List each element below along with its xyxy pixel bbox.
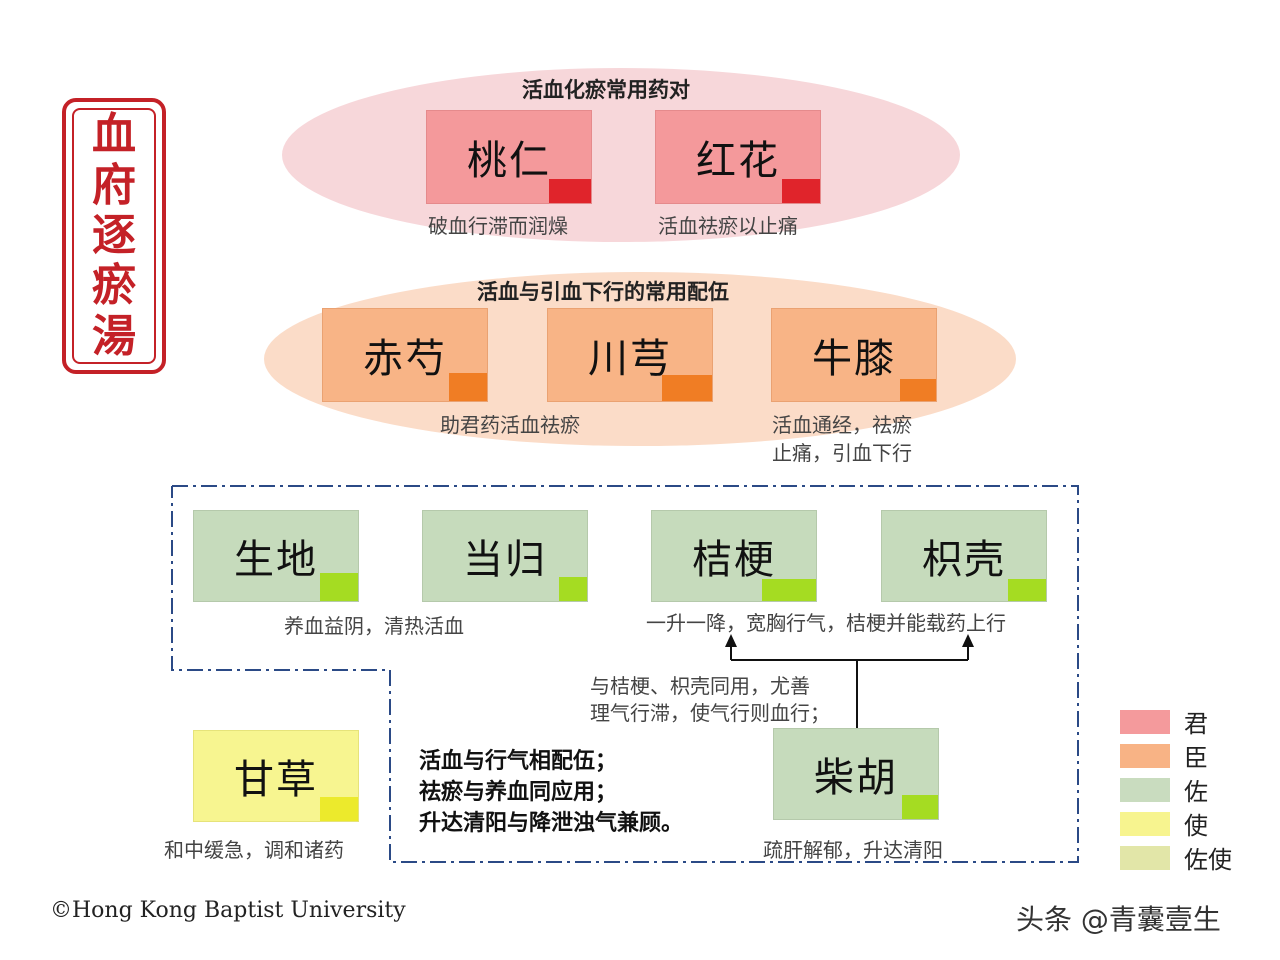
legend-label: 使 — [1184, 812, 1208, 840]
chaihu-note-line2: 理气行滞，使气行则血行； — [590, 701, 830, 725]
herb-name-shengdi: 生地 — [234, 537, 318, 583]
formula-summary: 活血与行气相配伍； 祛瘀与养血同应用； 升达清阳与降泄浊气兼顾。 — [419, 746, 683, 839]
herb-name-taoren: 桃仁 — [467, 138, 551, 184]
legend-item-shi: 使 — [1120, 806, 1208, 841]
herb-desc-honghua: 活血祛瘀以止痛 — [658, 214, 798, 238]
herb-box-taoren: 桃仁 — [426, 110, 592, 204]
jun-group-title: 活血化瘀常用药对 — [522, 78, 690, 102]
herb-desc-gancao: 和中缓急，调和诸药 — [164, 838, 344, 862]
legend-label: 佐使 — [1184, 846, 1232, 874]
jun-group-ellipse — [282, 68, 960, 242]
legend-swatch — [1120, 845, 1170, 870]
herb-name-zhiqiao: 枳壳 — [922, 537, 1006, 583]
chaihu-note-line1: 与桔梗、枳壳同用，尤善 — [590, 674, 810, 698]
herb-box-chishao: 赤芍 — [322, 308, 488, 402]
seal-inner-border: 血 府 逐 瘀 湯 — [72, 108, 156, 364]
legend-swatch — [1120, 777, 1170, 802]
summary-line: 升达清阳与降泄浊气兼顾。 — [419, 811, 684, 836]
copyright-text: ©Hong Kong Baptist University — [50, 898, 406, 923]
legend-label: 臣 — [1184, 744, 1208, 772]
herb-desc-niuxi-line1: 活血通经，祛瘀 — [772, 413, 912, 437]
legend-item-jun: 君 — [1120, 704, 1208, 739]
herb-box-niuxi: 牛膝 — [771, 308, 937, 402]
herb-name-chishao: 赤芍 — [363, 336, 447, 382]
herb-name-danggui: 当归 — [463, 537, 547, 583]
zuo-marker — [320, 573, 358, 601]
herb-desc-chaihu: 疏肝解郁，升达清阳 — [763, 838, 943, 862]
herb-name-niuxi: 牛膝 — [812, 336, 896, 382]
legend-item-zuo: 佐 — [1120, 772, 1208, 807]
herb-name-gancao: 甘草 — [234, 757, 318, 803]
legend-swatch — [1120, 709, 1170, 734]
herb-box-chaihu: 柴胡 — [773, 728, 939, 820]
shi-marker — [320, 797, 358, 821]
jun-marker — [549, 179, 591, 203]
herb-name-chuanxiong: 川芎 — [588, 336, 672, 382]
legend-label: 君 — [1184, 710, 1208, 738]
herb-box-danggui: 当归 — [422, 510, 588, 602]
herb-box-jiegeng: 桔梗 — [651, 510, 817, 602]
herb-desc-taoren: 破血行滞而润燥 — [428, 214, 568, 238]
chen-marker — [449, 373, 487, 401]
legend-item-zuoshi: 佐使 — [1120, 840, 1232, 875]
legend-swatch — [1120, 811, 1170, 836]
herb-desc-jiegeng-zhiqiao: 一升一降，宽胸行气，桔梗并能载药上行 — [646, 611, 1006, 635]
zuo-marker — [902, 795, 938, 819]
zuo-marker — [762, 579, 816, 601]
zuo-marker — [559, 577, 587, 601]
herb-box-honghua: 红花 — [655, 110, 821, 204]
seal-char: 逐 — [92, 209, 136, 261]
herb-box-zhiqiao: 枳壳 — [881, 510, 1047, 602]
summary-line: 活血与行气相配伍； — [419, 749, 618, 774]
seal-char: 瘀 — [92, 260, 136, 312]
jun-marker — [782, 179, 820, 203]
zuo-marker — [1008, 579, 1046, 601]
herb-name-honghua: 红花 — [696, 138, 780, 184]
herb-name-chaihu: 柴胡 — [814, 755, 898, 801]
legend-label: 佐 — [1184, 778, 1208, 806]
summary-line: 祛瘀与养血同应用； — [419, 780, 618, 805]
seal-char: 湯 — [92, 310, 136, 362]
legend-item-chen: 臣 — [1120, 738, 1208, 773]
herb-box-gancao: 甘草 — [193, 730, 359, 822]
legend-swatch — [1120, 743, 1170, 768]
chen-marker — [900, 379, 936, 401]
chen-marker — [662, 375, 712, 401]
chen-group-title: 活血与引血下行的常用配伍 — [477, 280, 729, 304]
herb-box-shengdi: 生地 — [193, 510, 359, 602]
seal-char: 府 — [92, 159, 136, 211]
seal-char: 血 — [92, 109, 136, 161]
seal-stamp: 血 府 逐 瘀 湯 — [62, 98, 166, 374]
herb-name-jiegeng: 桔梗 — [692, 537, 776, 583]
chen-shared-desc: 助君药活血祛瘀 — [440, 413, 580, 437]
herb-box-chuanxiong: 川芎 — [547, 308, 713, 402]
herb-desc-niuxi-line2: 止痛，引血下行 — [772, 441, 912, 465]
herb-desc-shengdi-danggui: 养血益阴，清热活血 — [284, 614, 464, 638]
watermark-text: 头条 @青囊壹生 — [1016, 903, 1221, 936]
